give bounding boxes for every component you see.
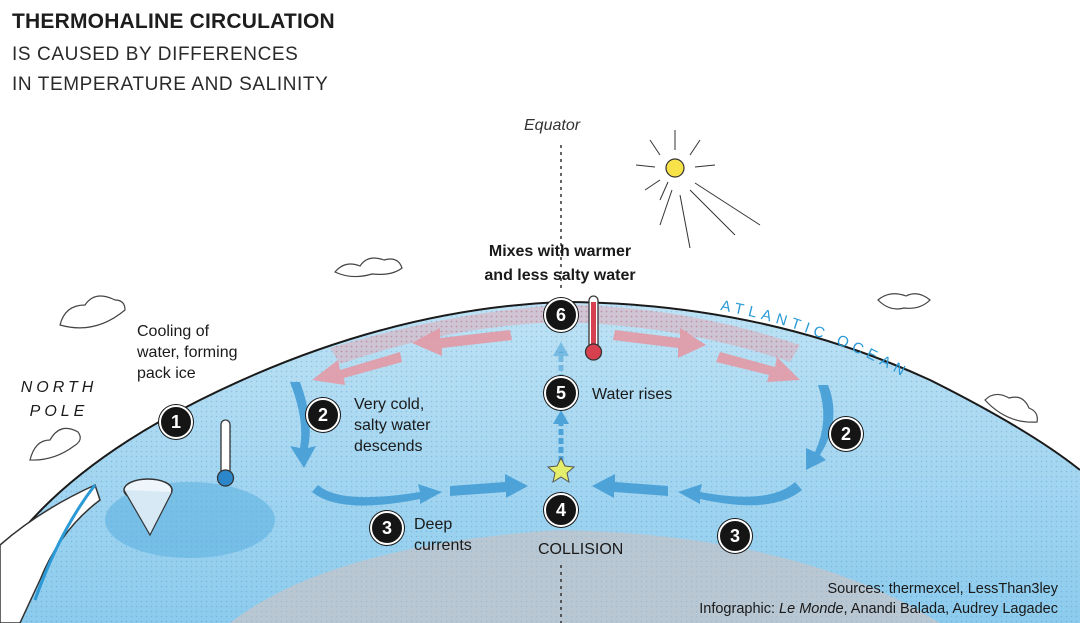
warm-surface-dots	[330, 305, 800, 364]
left-coast	[0, 483, 101, 623]
descend-arrow-right	[806, 385, 834, 470]
warm-arrow-left	[312, 328, 512, 385]
descends-line-3: descends	[354, 438, 423, 455]
warm-arrow-right	[613, 328, 800, 382]
step-3-badge-left: 3	[370, 511, 404, 545]
deep-current-arrows-right	[592, 474, 802, 506]
descends-label: Very cold, salty water descends	[354, 394, 430, 457]
collision-star-icon	[546, 456, 576, 484]
descends-line-2: salty water	[354, 417, 431, 434]
cold-thermometer-icon	[216, 419, 235, 487]
north-pole-line-2: POLE	[29, 403, 89, 420]
credit-publication: Le Monde	[779, 601, 844, 617]
mixes-label: Mixes with warmer and less salty water	[465, 240, 655, 288]
credit-text: Infographic: Le Monde, Anandi Balada, Au…	[699, 601, 1058, 617]
mixes-line-1: Mixes with warmer	[488, 243, 632, 260]
rising-arrow	[553, 342, 569, 462]
cooling-line-2: water, forming	[137, 344, 238, 361]
step-6-badge: 6	[544, 298, 578, 332]
equator-label: Equator	[524, 117, 581, 134]
page-title: THERMOHALINE CIRCULATION	[12, 10, 335, 33]
step-1-badge: 1	[159, 405, 193, 439]
step-3-badge-right: 3	[718, 519, 752, 553]
collision-label: COLLISION	[538, 541, 624, 558]
step-4-badge: 4	[544, 493, 578, 527]
mixes-line-2: and less salty water	[484, 267, 636, 284]
north-pole-line-1: NORTH	[20, 379, 98, 396]
cloud-icon	[29, 257, 1038, 461]
sea-floor-dots	[230, 530, 940, 623]
credit-authors: , Anandi Balada, Audrey Lagadec	[843, 601, 1058, 617]
credit-prefix: Infographic:	[699, 601, 780, 617]
descends-line-1: Very cold,	[354, 396, 425, 413]
ocean-dots	[0, 302, 1080, 623]
cooling-label: Cooling of water, forming pack ice	[137, 321, 237, 384]
descend-arrow-left	[290, 382, 316, 468]
step-2-badge-right: 2	[829, 417, 863, 451]
subtitle-line-2: IN TEMPERATURE AND SALINITY	[12, 74, 329, 95]
deep-line-2: currents	[414, 537, 472, 554]
deep-currents-label: Deep currents	[414, 514, 472, 556]
step-5-badge: 5	[544, 376, 578, 410]
subtitle-line-1: IS CAUSED BY DIFFERENCES	[12, 44, 299, 65]
deep-current-arrows-left	[312, 474, 528, 506]
cooling-line-1: Cooling of	[137, 323, 210, 340]
pack-ice-icon	[123, 478, 173, 537]
warm-thermometer-icon	[584, 295, 603, 361]
water-rises-label: Water rises	[592, 386, 673, 403]
cooling-line-3: pack ice	[137, 365, 196, 382]
sun-icon	[635, 130, 761, 249]
step-2-badge-left: 2	[306, 398, 340, 432]
north-pole-label: NORTH POLE	[18, 376, 100, 424]
left-coast-edge	[33, 484, 97, 601]
sources-text: Sources: thermexcel, LessThan3ley	[827, 581, 1059, 597]
deep-line-1: Deep	[414, 516, 453, 533]
